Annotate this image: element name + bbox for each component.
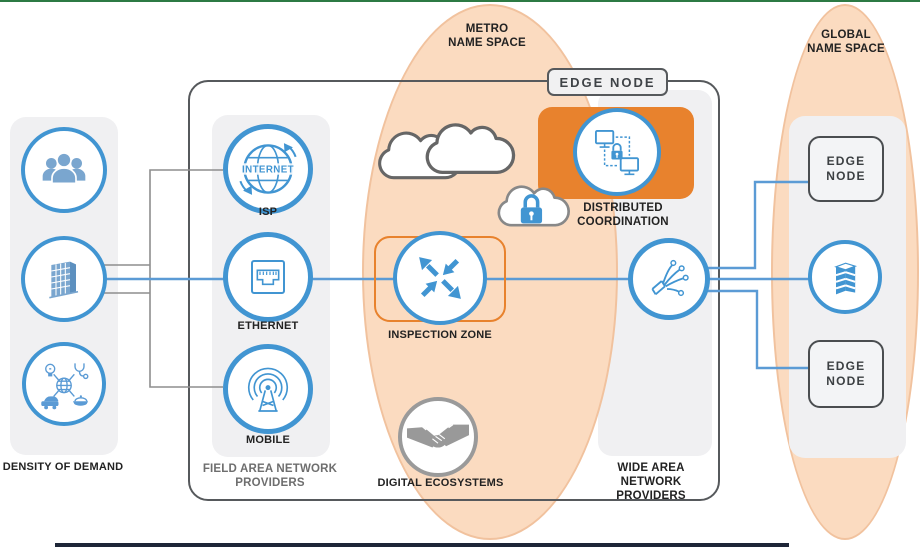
wan-caption-line2: PROVIDERS xyxy=(616,490,686,502)
users-icon xyxy=(42,152,86,185)
handshake-icon xyxy=(407,424,469,448)
fan-caption-line1: FIELD AREA NETWORK xyxy=(202,463,338,475)
wan-caption-line1: WIDE AREA NETWORK xyxy=(617,462,685,488)
mobile-label: MOBILE xyxy=(223,434,313,448)
ethernet-label: ETHERNET xyxy=(223,320,313,334)
cloud-icon xyxy=(425,123,516,175)
bottom-edge-bar xyxy=(55,543,789,547)
mobile-antenna-icon xyxy=(247,367,289,412)
wide-area-network-caption: WIDE AREA NETWORK PROVIDERS xyxy=(586,461,716,503)
metro-label-line1: METRO xyxy=(465,23,509,35)
edge-node-bottom-line2: NODE xyxy=(826,374,866,388)
inspection-zone-node xyxy=(393,231,487,325)
edge-node-tag: EDGE NODE xyxy=(547,68,668,96)
fan-caption-line2: PROVIDERS xyxy=(235,477,305,489)
global-building-node xyxy=(808,240,882,314)
internet-globe-text: INTERNET xyxy=(242,164,294,175)
isp-label: ISP xyxy=(223,206,313,220)
mobile-label-text: MOBILE xyxy=(246,434,290,446)
global-label-line2: NAME SPACE xyxy=(807,43,885,55)
metro-label-line2: NAME SPACE xyxy=(448,37,526,49)
density-caption-text: DENSITY OF DEMAND xyxy=(2,461,124,473)
fiber-optic-icon xyxy=(651,259,689,297)
global-namespace-label: GLOBAL NAME SPACE xyxy=(779,28,913,56)
building-node xyxy=(21,236,107,322)
ethernet-port-icon xyxy=(251,260,285,294)
edge-node-bottom-box: EDGE NODE xyxy=(808,340,884,408)
inspection-zone-label: INSPECTION ZONE xyxy=(365,329,515,343)
digital-ecosystems-label: DIGITAL ECOSYSTEMS xyxy=(363,477,518,491)
distributed-coordination-node xyxy=(573,108,661,196)
iot-devices-icon xyxy=(41,363,89,410)
edge-node-top-box: EDGE NODE xyxy=(808,136,884,202)
users-node xyxy=(21,127,107,213)
inspection-zone-label-text: INSPECTION ZONE xyxy=(388,329,492,341)
isp-label-text: ISP xyxy=(258,206,278,218)
building-icon xyxy=(49,261,79,299)
edge-node-tag-label: EDGE NODE xyxy=(559,74,656,90)
distributed-coordination-label: DISTRIBUTED COORDINATION xyxy=(548,201,698,229)
edge-node-bottom-line1: EDGE xyxy=(826,359,866,373)
iot-node xyxy=(22,342,106,426)
internet-globe-icon: INTERNET xyxy=(239,143,297,195)
isp-node: INTERNET xyxy=(223,124,313,214)
linked-computers-lock-icon xyxy=(594,129,640,176)
distributed-label-line2: COORDINATION xyxy=(577,216,669,228)
edge-node-top-line2: NODE xyxy=(826,169,866,183)
density-caption: DENSITY OF DEMAND xyxy=(0,461,126,475)
ethernet-label-text: ETHERNET xyxy=(237,320,299,332)
digital-ecosystems-label-text: DIGITAL ECOSYSTEMS xyxy=(377,477,504,489)
edge-node-top-line1: EDGE xyxy=(826,154,866,168)
distributed-label-line1: DISTRIBUTED xyxy=(583,202,663,214)
fiber-node xyxy=(628,238,710,320)
secure-cloud-lock-icon xyxy=(497,185,570,227)
global-label-line1: GLOBAL xyxy=(821,29,871,41)
router-icon xyxy=(419,257,461,299)
top-edge-line xyxy=(0,0,920,2)
skyscraper-icon xyxy=(834,262,858,295)
metro-namespace-label: METRO NAME SPACE xyxy=(417,22,557,50)
digital-ecosystems-node xyxy=(398,397,478,477)
ethernet-node xyxy=(223,232,313,322)
field-area-network-caption: FIELD AREA NETWORK PROVIDERS xyxy=(198,462,342,490)
mobile-node xyxy=(223,344,313,434)
